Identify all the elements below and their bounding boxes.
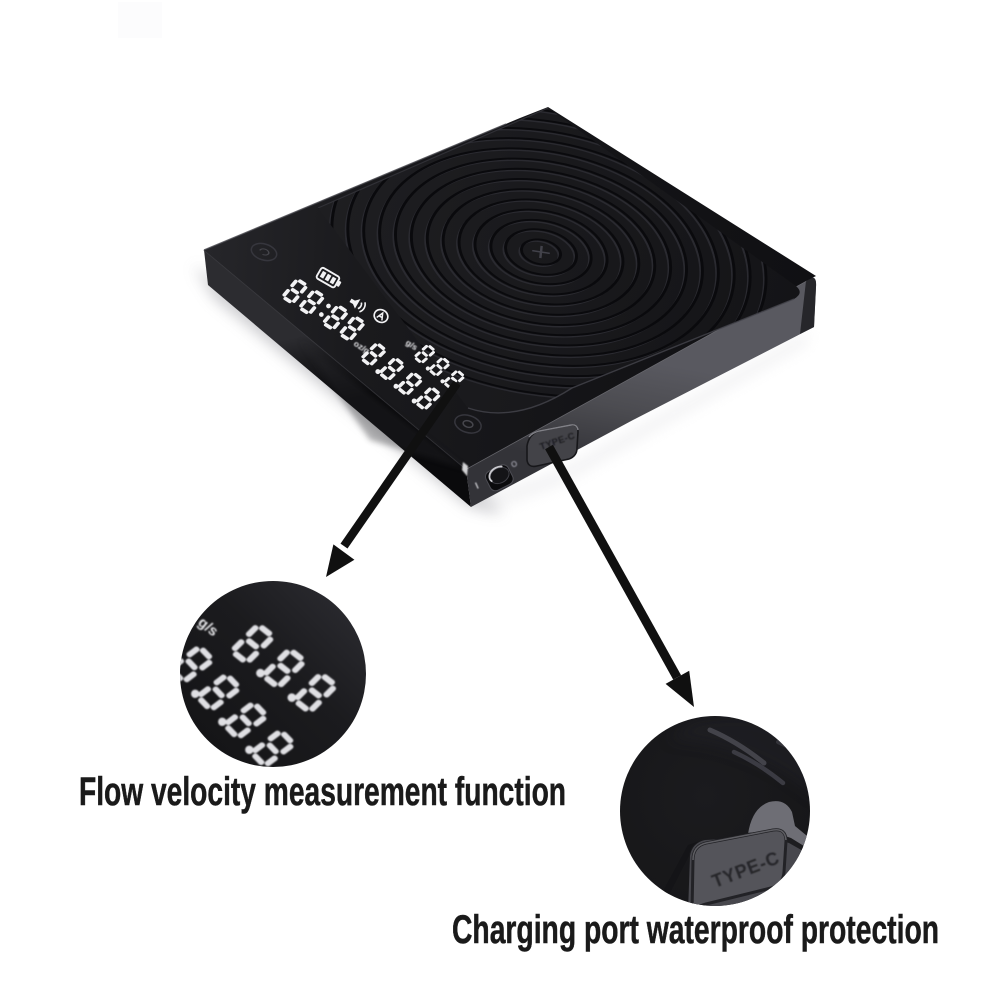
decimal-dot [191, 689, 200, 698]
groove-ring [328, 118, 750, 389]
weight-digits [358, 339, 443, 414]
port-caption: Charging port waterproof protection [452, 908, 939, 952]
arrow-shaft [340, 380, 461, 549]
groove-ring [502, 230, 576, 278]
groove-ring [473, 208, 609, 296]
sound-wave [357, 302, 363, 310]
typec-flap-highlight [528, 424, 579, 438]
power-on-mark: I [474, 481, 480, 491]
groove-ring [489, 218, 593, 286]
battery-nub [336, 281, 342, 287]
coffee-scale: I O TYPE-C [203, 107, 817, 507]
port-callout-arrow [545, 444, 694, 707]
groove-ring [392, 159, 686, 348]
inset-flap-top-highlight [692, 828, 787, 861]
sound-wave [359, 302, 366, 313]
callout-arrows [326, 380, 694, 707]
weighing-pad [317, 107, 800, 414]
flow-detail-inset: g/s [180, 581, 366, 767]
groove-ring [424, 179, 654, 328]
battery-bar [329, 276, 337, 285]
timer-digits [280, 275, 368, 345]
inset-pad-corner [748, 801, 810, 851]
colon-dot [326, 303, 331, 309]
groove-ring [318, 108, 766, 399]
groove-ring [457, 198, 625, 306]
tare-button [250, 242, 278, 262]
decimal-dot [245, 745, 254, 754]
groove-ring-highlights [318, 108, 766, 399]
groove-ring [425, 178, 657, 326]
speaker-mute-icon [349, 298, 366, 313]
inset-digit-row-2 [180, 639, 298, 767]
faint-watermark [118, 2, 162, 38]
tare-button-ring [250, 242, 278, 262]
groove-ring [471, 210, 607, 297]
groove-ring [441, 188, 641, 316]
pad-center-cross [532, 245, 550, 259]
decimal-dot [393, 383, 399, 389]
power-off-mark: O [510, 459, 519, 470]
decimal-dot [256, 668, 265, 678]
inset-digit-row-1 [227, 617, 341, 719]
cross-line [539, 245, 543, 259]
battery-bar [319, 270, 327, 279]
timer-icon [462, 419, 474, 429]
decimal-dot [440, 379, 445, 384]
groove-ring [344, 128, 734, 379]
decimal-dot [375, 369, 381, 375]
groove-ring [346, 126, 736, 378]
groove-ring [360, 139, 718, 369]
groove-ring [519, 238, 563, 266]
corner-bevel [800, 277, 817, 334]
flow-caption: Flow velocity measurement function [79, 770, 566, 814]
flow-callout-arrow [326, 380, 461, 577]
groove-ring [440, 190, 639, 318]
arrow-head [326, 544, 355, 577]
power-switch: I O [474, 459, 519, 492]
auto-icon-circle [373, 308, 389, 324]
groove-ring [330, 116, 752, 388]
groove-ring [409, 167, 673, 337]
groove-ring [394, 157, 688, 347]
groove-ring [378, 147, 704, 357]
pad-topleft-edge [317, 107, 549, 209]
tare-arrow-icon [259, 248, 270, 256]
inset-groove-streak-2 [731, 749, 786, 786]
decimal-dot [411, 398, 417, 404]
battery-outline [315, 266, 341, 289]
decimal-dot [287, 693, 297, 702]
power-button-highlight [488, 465, 503, 483]
flow-digits [412, 341, 467, 393]
auto-icon-letter [376, 311, 384, 321]
battery-icon [315, 266, 342, 289]
battery-bar [324, 273, 332, 282]
shadow-bottom [470, 330, 810, 512]
decimal-dot [425, 366, 430, 371]
port-detail-inset: TYPE-C [620, 716, 810, 906]
groove-ring [456, 200, 623, 308]
groove-ring [408, 169, 670, 338]
inset-groove-streak-1 [707, 727, 767, 766]
arrow-shaft [545, 444, 682, 680]
arrow-head [665, 670, 694, 707]
groove-ring [376, 149, 702, 359]
top-left-edge-highlight [203, 123, 507, 251]
corner-specular [462, 462, 468, 476]
decimal-dot [218, 717, 227, 726]
auto-mode-icon [373, 308, 389, 324]
pad-edge-highlight [467, 298, 795, 414]
groove-ring [504, 228, 578, 276]
colon-dot [319, 312, 324, 317]
speaker-cone [349, 298, 361, 309]
groove-ring [362, 137, 720, 367]
groove-ring [487, 220, 591, 287]
